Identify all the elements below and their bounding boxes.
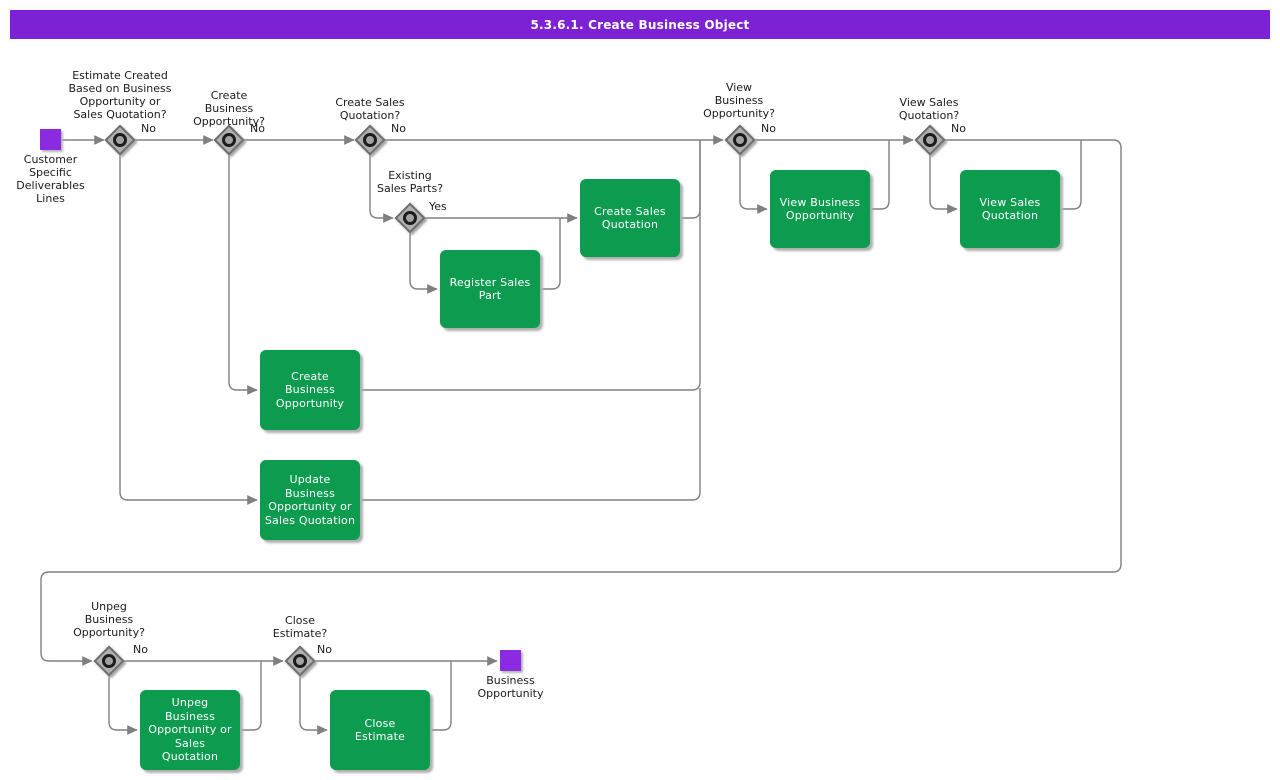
- gateway-diamond: [93, 645, 125, 677]
- gateway-circle-icon: [290, 651, 310, 671]
- gateway-circle-icon: [730, 130, 750, 150]
- branch-no-create-business-opportunity: No: [250, 122, 265, 135]
- gateway-diamond: [724, 124, 756, 156]
- connector-d7-to-unpeg: [108, 676, 138, 735]
- decision-create-business-opportunity: [213, 124, 245, 156]
- diagram-title-bar: 5.3.6.1. Create Business Object: [10, 10, 1270, 39]
- task-register-sales-part[interactable]: Register Sales Part: [440, 250, 540, 328]
- connector-d2-to-create-bo: [228, 155, 258, 395]
- gateway-circle-icon: [400, 208, 420, 228]
- gateway-diamond: [213, 124, 245, 156]
- connector-d8-to-close-estimate: [299, 676, 328, 735]
- decision-view-business-opportunity-label: View Business Opportunity?: [703, 81, 775, 120]
- task-close-estimate[interactable]: Close Estimate: [330, 690, 430, 770]
- gateway-diamond: [354, 124, 386, 156]
- decision-estimate-created: [104, 124, 136, 156]
- diagram-title: 5.3.6.1. Create Business Object: [530, 17, 750, 32]
- branch-no-create-sales-quotation: No: [391, 122, 406, 135]
- branch-no-estimate-created: No: [141, 122, 156, 135]
- branch-no-unpeg-business-opportunity: No: [133, 643, 148, 656]
- decision-view-sales-quotation-label: View Sales Quotation?: [898, 96, 960, 122]
- decision-view-business-opportunity: [724, 124, 756, 156]
- gateway-diamond: [284, 645, 316, 677]
- decision-close-estimate-label: Close Estimate?: [272, 614, 328, 640]
- connector-register-out: [540, 218, 561, 290]
- decision-estimate-created-label: Estimate Created Based on Business Oppor…: [68, 69, 172, 121]
- task-update-business-opportunity-or-sales-quotation[interactable]: Update Business Opportunity or Sales Quo…: [260, 460, 360, 540]
- decision-existing-sales-parts-label: Existing Sales Parts?: [376, 169, 444, 195]
- gateway-circle-icon: [110, 130, 130, 150]
- decision-view-sales-quotation: [914, 124, 946, 156]
- decision-create-sales-quotation-label: Create Sales Quotation?: [335, 96, 405, 122]
- connector-unpeg-out: [240, 661, 262, 731]
- gateway-diamond: [394, 202, 426, 234]
- task-create-sales-quotation[interactable]: Create Sales Quotation: [580, 179, 680, 257]
- task-create-business-opportunity[interactable]: Create Business Opportunity: [260, 350, 360, 430]
- connector-create-sq-out: [680, 140, 701, 219]
- decision-close-estimate: [284, 645, 316, 677]
- connector-view-sq-out: [1060, 140, 1082, 210]
- branch-no-close-estimate: No: [317, 643, 332, 656]
- decision-unpeg-business-opportunity-label: Unpeg Business Opportunity?: [73, 600, 145, 639]
- start-object-node[interactable]: [40, 129, 61, 150]
- connector-close-estimate-out: [430, 661, 452, 731]
- decision-unpeg-business-opportunity: [93, 645, 125, 677]
- task-view-sales-quotation[interactable]: View Sales Quotation: [960, 170, 1060, 248]
- gateway-diamond: [104, 124, 136, 156]
- gateway-diamond: [914, 124, 946, 156]
- connector-d5-to-view-bo: [739, 155, 768, 214]
- connector-d1-to-update: [119, 155, 258, 505]
- connector-d6-to-view-sq: [929, 155, 958, 214]
- branch-no-view-business-opportunity: No: [761, 122, 776, 135]
- branch-yes-existing-sales-parts: Yes: [429, 200, 447, 213]
- gateway-circle-icon: [99, 651, 119, 671]
- task-view-business-opportunity[interactable]: View Business Opportunity: [770, 170, 870, 248]
- branch-no-view-sales-quotation: No: [951, 122, 966, 135]
- connector-d4-to-register: [409, 233, 438, 294]
- decision-existing-sales-parts: [394, 202, 426, 234]
- end-object-label: Business Opportunity: [477, 674, 544, 700]
- gateway-circle-icon: [219, 130, 239, 150]
- task-unpeg-business-opportunity-or-sales-quotation[interactable]: Unpeg Business Opportunity or Sales Quot…: [140, 690, 240, 770]
- connector-view-bo-out: [870, 140, 890, 210]
- decision-create-business-opportunity-label: Create Business Opportunity?: [193, 89, 265, 128]
- decision-create-sales-quotation: [354, 124, 386, 156]
- start-object-label: Customer Specific Deliverables Lines: [16, 153, 85, 205]
- connector-update-out: [360, 388, 701, 501]
- gateway-circle-icon: [360, 130, 380, 150]
- gateway-circle-icon: [920, 130, 940, 150]
- end-object-node[interactable]: [500, 650, 521, 671]
